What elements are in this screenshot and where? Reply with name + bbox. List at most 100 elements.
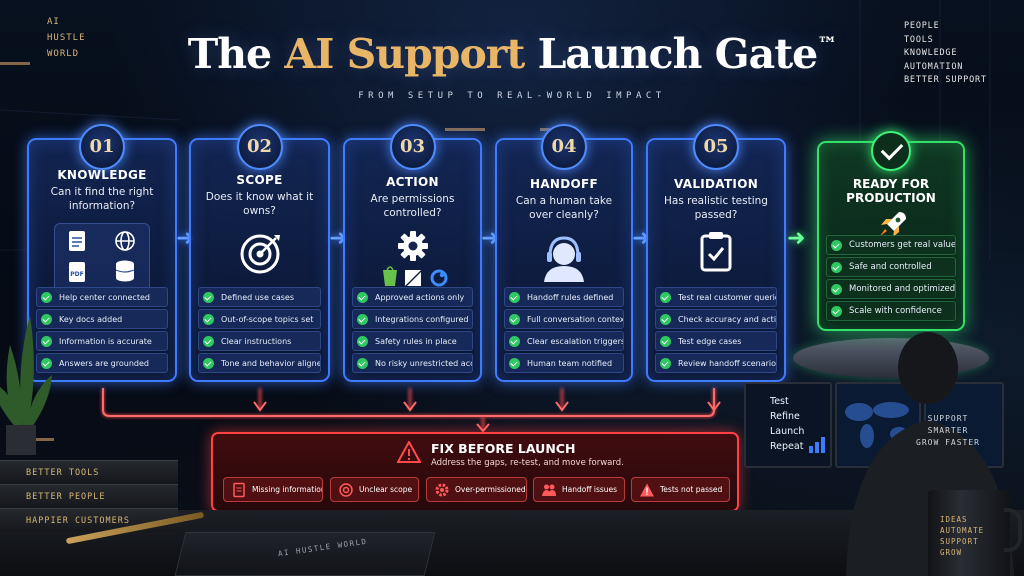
document-icon [69, 231, 85, 251]
check-icon [357, 291, 368, 303]
flow-arrow-icon: ➜ [329, 226, 348, 251]
stage-name: HANDOFF [529, 177, 599, 191]
checklist-item: Safe and controlled [826, 257, 956, 277]
checklist-item-label: Review handoff scenarios [678, 358, 777, 368]
checklist-item-label: Information is accurate [59, 336, 152, 346]
issue-chip: Tests not passed [631, 477, 730, 502]
world-map-icon [845, 402, 909, 448]
checklist: Handoff rules defined Full conversation … [504, 285, 624, 373]
tagline-item: TOOLS [904, 34, 934, 45]
tagline-item: PEOPLE [904, 21, 940, 31]
checklist-item-label: Customers get real value [849, 240, 956, 250]
stage-name: SCOPE [236, 173, 283, 187]
checklist-item-label: Monitored and optimized [849, 284, 956, 294]
checklist-item-label: Help center connected [59, 292, 150, 302]
tagline-item: KNOWLEDGE [904, 48, 958, 58]
checklist-item-label: Test real customer queries [678, 292, 777, 302]
stage-name: VALIDATION [673, 177, 759, 191]
checklist-item: Help center connected [36, 287, 168, 307]
brand-line: HUSTLE [47, 33, 86, 43]
checklist-item-label: Approved actions only [375, 292, 465, 302]
checklist-item-label: Clear instructions [221, 336, 292, 346]
flow-arrow-icon: ➜ [481, 226, 500, 251]
flow-arrow-icon: ➜ [632, 226, 651, 251]
book-spine: HAPPIER CUSTOMERS [0, 508, 178, 532]
bar-chart-icon [809, 437, 825, 453]
pdf-icon-label: PDF [70, 271, 83, 278]
check-icon [41, 313, 52, 325]
check-icon [660, 313, 671, 325]
stage-icon-panel [212, 226, 308, 296]
stage-icon-panel [668, 226, 764, 296]
checklist-item: Handoff rules defined [504, 287, 624, 307]
book-spine: BETTER PEOPLE [0, 484, 178, 508]
stage-card-validation: 05 VALIDATION Has realistic testing pass… [646, 124, 786, 382]
stage-card-action: 03 ACTION Are permissions controlled? Ap… [343, 124, 482, 382]
warning-icon [397, 441, 421, 463]
brand-line: AI [47, 17, 60, 27]
issue-label: Over-permissioned [455, 485, 526, 494]
issue-chip: Missing information [223, 477, 323, 502]
check-icon [509, 313, 520, 325]
tagline-list: PEOPLE TOOLS KNOWLEDGE AUTOMATION BETTER… [904, 20, 987, 88]
brand-line: WORLD [47, 49, 80, 59]
document-icon [233, 482, 245, 497]
check-icon [831, 283, 842, 295]
checklist-item: Answers are grounded [36, 353, 168, 373]
page-title: The AI Support Launch Gate™ [0, 30, 1024, 78]
issue-chip: Handoff issues [533, 477, 625, 502]
stage-name: KNOWLEDGE [57, 168, 147, 182]
checklist-item-label: Key docs added [59, 314, 123, 324]
check-icon [831, 305, 842, 317]
checklist-item: Human team notified [504, 353, 624, 373]
checklist-item-label: Full conversation context [527, 314, 624, 324]
stage-icon-panel: PDF [54, 223, 150, 293]
shirt-print: SUPPORT SMARTER GROW FASTER [904, 413, 992, 449]
issue-label: Handoff issues [562, 485, 618, 494]
stage-question: Can a human take over cleanly? [515, 195, 613, 221]
checklist-item-label: Safe and controlled [849, 262, 932, 272]
pdf-icon: PDF [69, 262, 85, 282]
checklist: Approved actions only Integrations confi… [352, 285, 473, 373]
checklist-item-label: Safety rules in place [375, 336, 457, 346]
check-icon [357, 313, 368, 325]
checklist-item: Test real customer queries [655, 287, 777, 307]
checklist: Test real customer queries Check accurac… [655, 285, 777, 373]
stage-number-badge: 01 [79, 124, 125, 170]
checklist-item-label: Integrations configured [375, 314, 469, 324]
title-before: The [187, 30, 285, 78]
ready-title: READY FOR PRODUCTION [819, 177, 963, 205]
stage-number-badge: 02 [236, 124, 283, 170]
checklist-item-label: Defined use cases [221, 292, 294, 302]
zendesk-icon [404, 270, 421, 286]
checklist-item: Monitored and optimized [826, 279, 956, 299]
check-icon [509, 291, 520, 303]
checklist-item: Clear escalation triggers [504, 331, 624, 351]
checklist-item: Approved actions only [352, 287, 473, 307]
checklist-item: Clear instructions [198, 331, 321, 351]
integration-icon [430, 269, 447, 287]
checklist-item-label: Answers are grounded [59, 358, 149, 368]
check-icon [203, 291, 214, 303]
checklist-item: Tone and behavior aligned [198, 353, 321, 373]
checklist-item: Check accuracy and actions [655, 309, 777, 329]
flow-arrow-icon: ➜ [787, 226, 806, 251]
globe-icon [115, 231, 135, 251]
checklist-item-label: Scale with confidence [849, 306, 942, 316]
checklist-item: Information is accurate [36, 331, 168, 351]
issue-label: Tests not passed [660, 485, 723, 494]
checklist-item: Key docs added [36, 309, 168, 329]
checklist-item: Out-of-scope topics set [198, 309, 321, 329]
gear-icon [435, 483, 449, 496]
headset-agent-icon [544, 236, 584, 282]
checklist: Defined use cases Out-of-scope topics se… [198, 285, 321, 373]
database-icon [115, 260, 135, 282]
stage-card-scope: 02 SCOPE Does it know what it owns? Defi… [189, 124, 330, 382]
checklist-item: Customers get real value [826, 235, 956, 255]
stage-question: Can it find the right information? [50, 186, 154, 212]
notebook-label: AI HUSTLE WORLD [277, 536, 369, 559]
mug-line: IDEAS [940, 515, 968, 524]
plant-decoration [0, 315, 52, 455]
stage-number-badge: 05 [693, 124, 739, 170]
issue-chip: Over-permissioned [426, 477, 527, 502]
